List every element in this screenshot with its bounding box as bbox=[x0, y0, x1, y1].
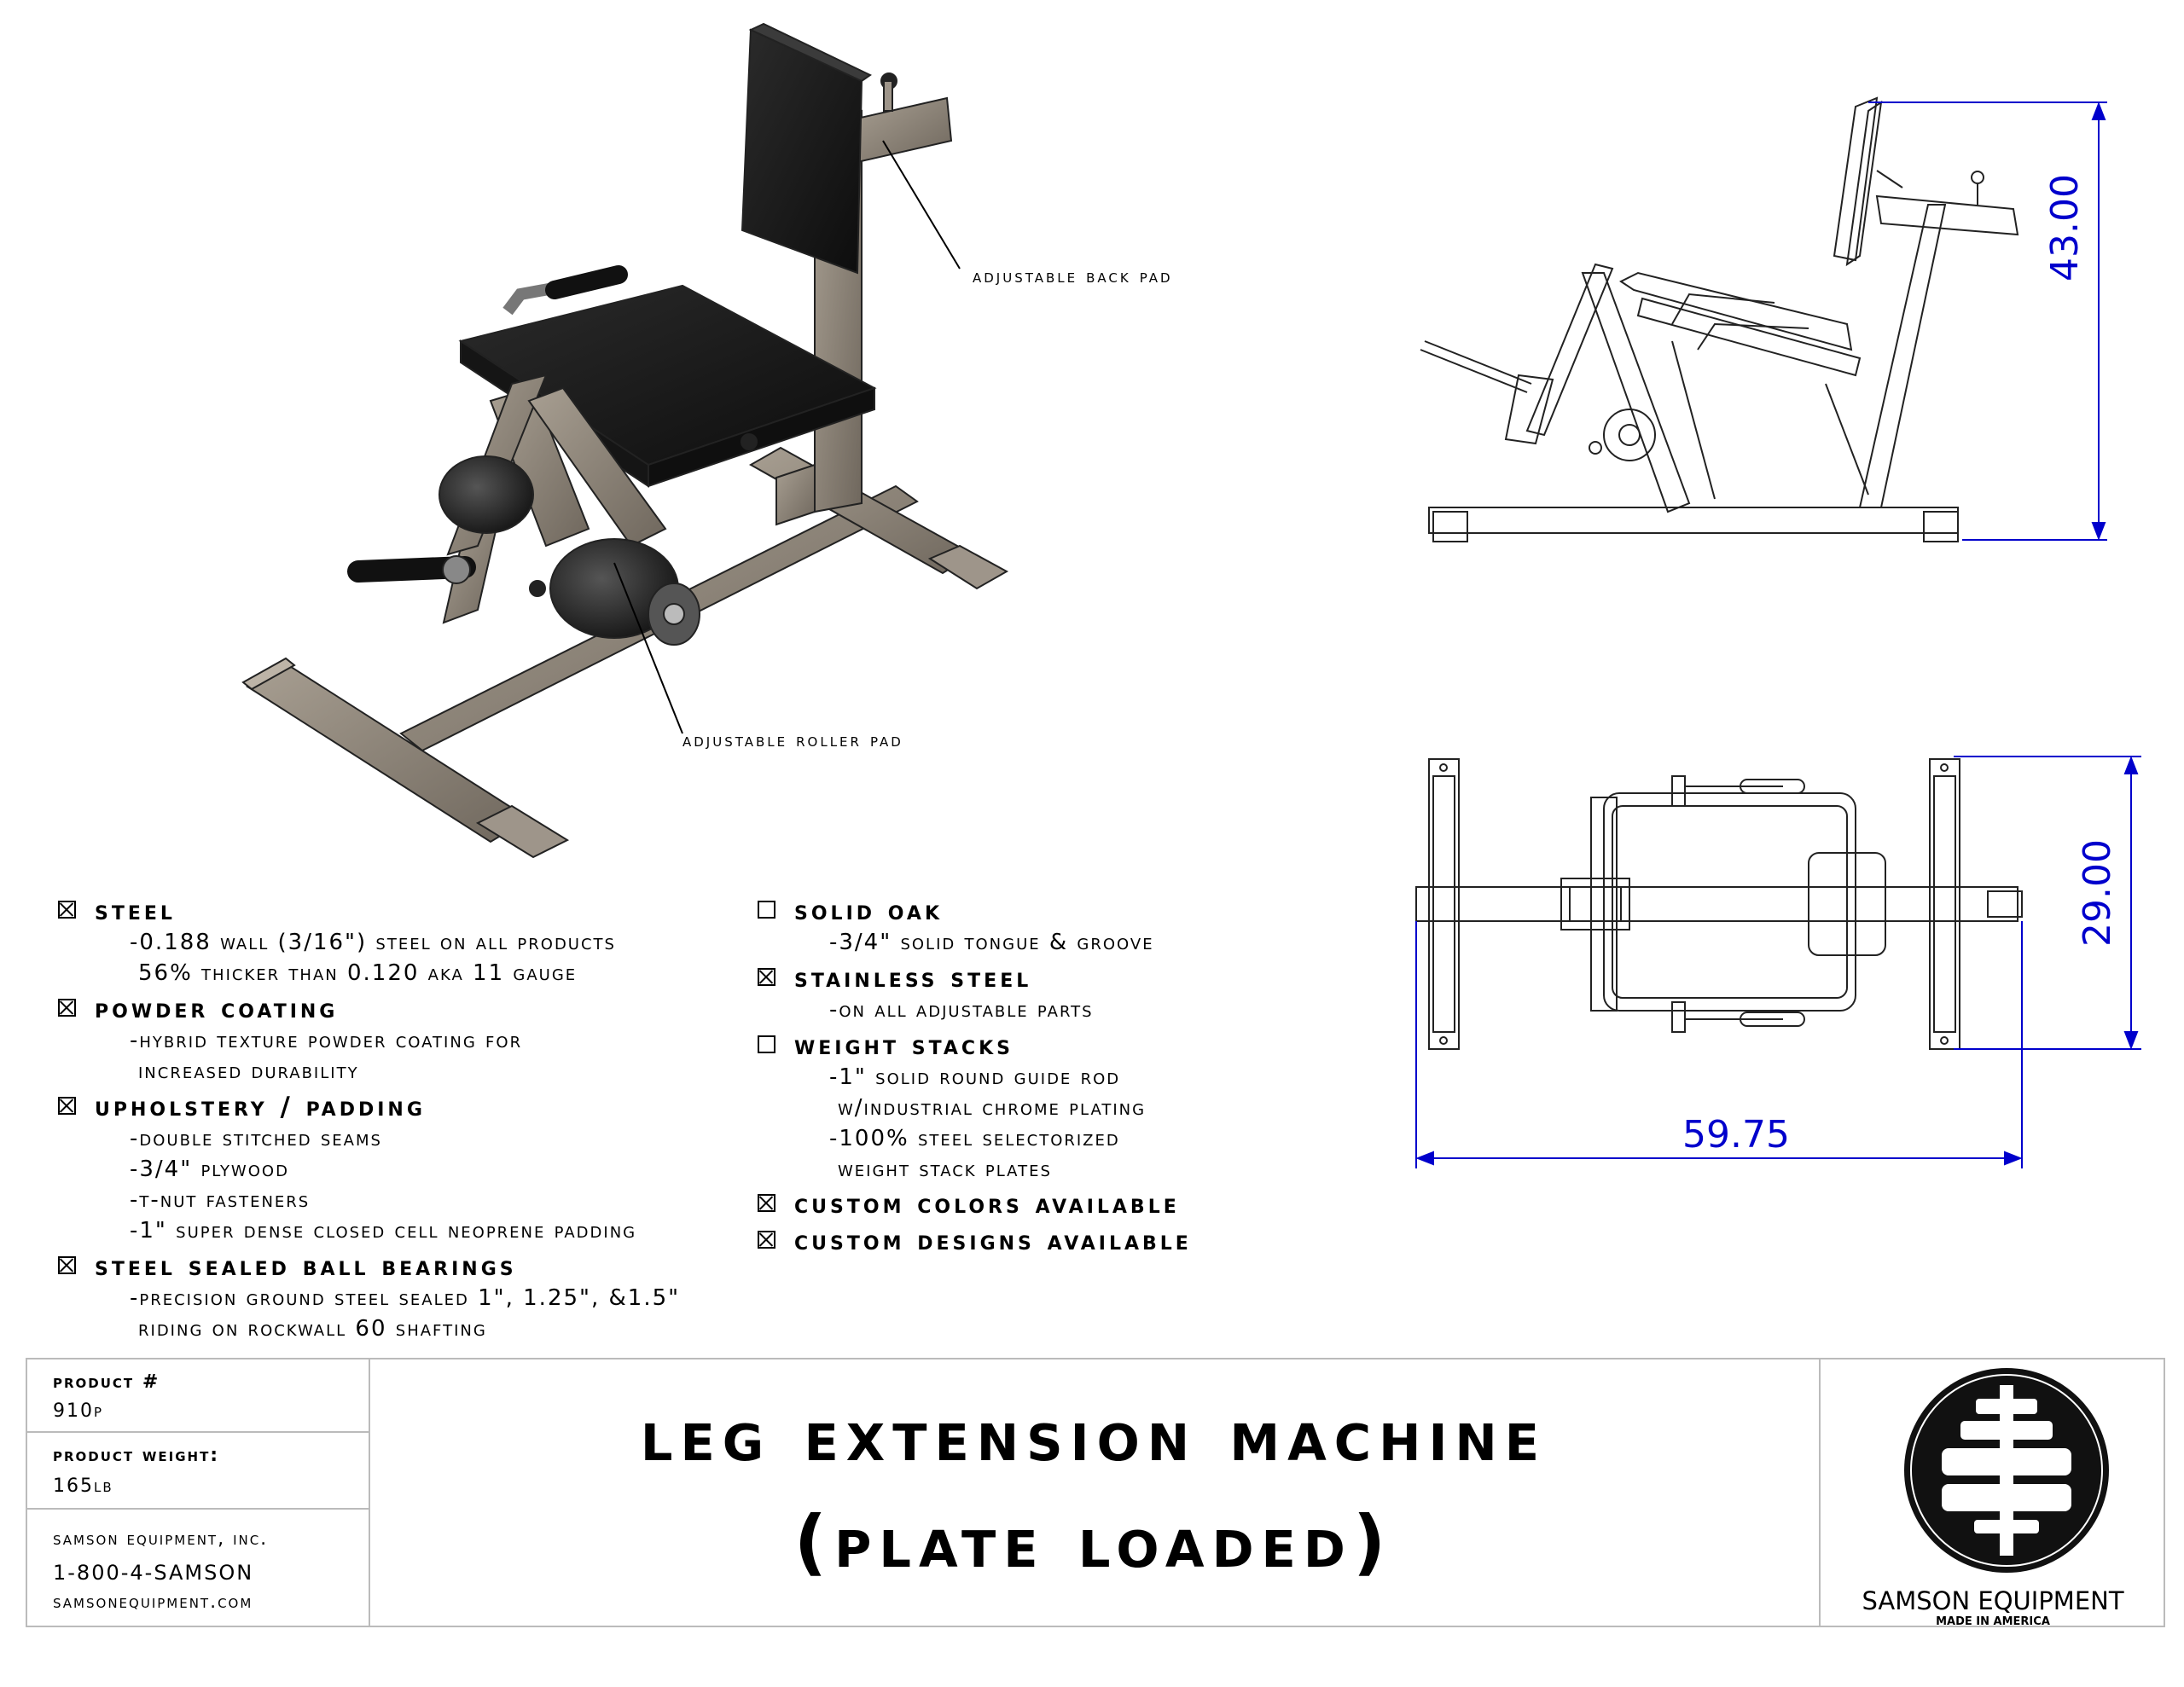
company-phone: 1-800-4-SAMSON bbox=[53, 1561, 254, 1585]
spec-line: Weight Stack Plates bbox=[838, 1157, 1052, 1182]
spec-line: Riding on Rockwall 60 Shafting bbox=[138, 1316, 487, 1342]
length-dimension: 59.75 bbox=[1682, 1113, 1790, 1157]
roller-pad-callout: Adjustable roller pad bbox=[682, 730, 903, 751]
spec-line: -3/4" Solid Tongue & Groove bbox=[829, 930, 1154, 955]
spec-ball-bearings: Steel Sealed Ball Bearings bbox=[58, 1251, 517, 1282]
spec-line: -1" Solid Round Guide Rod bbox=[829, 1064, 1121, 1090]
product-weight-cell: Product Weight: 165lb bbox=[27, 1433, 369, 1510]
checked-box-icon bbox=[58, 1256, 76, 1274]
spec-line: Increased Durability bbox=[138, 1058, 359, 1084]
machine-isometric-drawing bbox=[241, 22, 1009, 859]
product-number-label: Product # bbox=[53, 1371, 160, 1393]
logo-brand-name: SAMSON EQUIPMENT bbox=[1862, 1586, 2124, 1615]
height-dimension: 43.00 bbox=[2043, 174, 2087, 281]
spec-line: -0.188 Wall (3/16") Steel On ALL Product… bbox=[130, 930, 616, 955]
spec-upholstery: Upholstery / Padding bbox=[58, 1092, 426, 1122]
product-weight-label: Product Weight: bbox=[53, 1445, 220, 1466]
unchecked-box-icon bbox=[758, 1035, 775, 1053]
back-pad-callout: Adjustable back pad bbox=[973, 266, 1173, 287]
spec-line: -100% Steel Selectorized bbox=[829, 1126, 1120, 1151]
spec-custom-colors: Custom Colors Available bbox=[758, 1189, 1180, 1220]
product-weight-value: 165lb bbox=[53, 1475, 113, 1497]
logo-tagline: MADE IN AMERICA bbox=[1936, 1615, 2050, 1628]
spec-line: -3/4" Plywood bbox=[130, 1157, 289, 1182]
side-view-drawing bbox=[1420, 96, 2107, 542]
product-title-line1: Leg Extension Machine bbox=[640, 1394, 1548, 1477]
checked-box-icon bbox=[758, 1231, 775, 1249]
spec-steel: Steel bbox=[58, 896, 176, 926]
spec-powder-coating: Powder Coating bbox=[58, 994, 338, 1024]
spec-stainless-steel: Stainless Steel bbox=[758, 963, 1031, 994]
checked-box-icon bbox=[758, 1194, 775, 1212]
unchecked-box-icon bbox=[758, 901, 775, 919]
spec-custom-designs: Custom Designs Available bbox=[758, 1226, 1192, 1256]
title-block: Product # 910P Product Weight: 165lb Sam… bbox=[26, 1358, 2165, 1628]
width-dimension: 29.00 bbox=[2076, 839, 2119, 947]
spec-line: -Double Stitched Seams bbox=[130, 1126, 382, 1151]
product-number-value: 910P bbox=[53, 1400, 104, 1422]
company-cell: Samson Equipment, Inc. 1-800-4-SAMSON sa… bbox=[27, 1510, 369, 1626]
spec-solid-oak: Solid Oak bbox=[758, 896, 943, 926]
spec-line: -On ALL Adjustable Parts bbox=[829, 997, 1094, 1023]
product-number-cell: Product # 910P bbox=[27, 1359, 369, 1433]
top-view-drawing bbox=[1415, 756, 2141, 1168]
company-website: samsonequipment.com bbox=[53, 1591, 253, 1613]
checked-box-icon bbox=[58, 1097, 76, 1115]
checked-box-icon bbox=[758, 968, 775, 986]
spec-line: w/Industrial Chrome Plating bbox=[838, 1095, 1147, 1121]
samson-logo-icon bbox=[1904, 1368, 2109, 1573]
product-title-line2: (Plate Loaded) bbox=[793, 1500, 1394, 1584]
company-name: Samson Equipment, Inc. bbox=[53, 1528, 269, 1550]
spec-line: 56% Thicker than 0.120 AKA 11 Gauge bbox=[138, 960, 578, 986]
spec-line: -Hybrid Texture Powder Coating For bbox=[130, 1028, 523, 1053]
spec-line: -Precision Ground Steel Sealed 1", 1.25"… bbox=[130, 1285, 681, 1311]
checked-box-icon bbox=[58, 999, 76, 1017]
checked-box-icon bbox=[58, 901, 76, 919]
spec-line: -T-Nut Fasteners bbox=[130, 1187, 311, 1213]
spec-weight-stacks: Weight Stacks bbox=[758, 1030, 1014, 1061]
spec-line: -1" Super Dense Closed Cell Neoprene Pad… bbox=[130, 1218, 637, 1244]
